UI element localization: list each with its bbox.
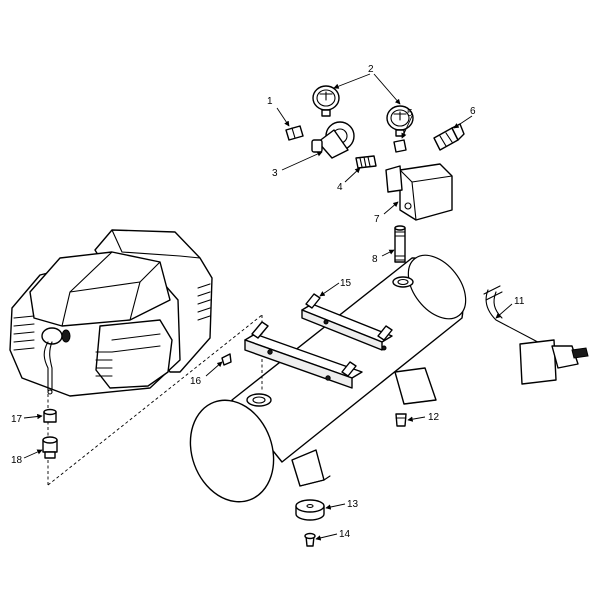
callout-13: 13 [347, 499, 359, 510]
nut-17 [43, 408, 57, 423]
fitting-1 [285, 125, 304, 141]
callout-3: 3 [272, 168, 278, 179]
pump-mount-bracket-15 [301, 293, 393, 351]
nipple-4 [355, 155, 377, 169]
screw-16 [221, 353, 232, 366]
callout-11: 11 [514, 296, 525, 307]
callout-8: 8 [372, 254, 378, 265]
callout-14: 14 [339, 529, 351, 540]
callout-7: 7 [374, 214, 380, 225]
check-valve-5 [393, 139, 407, 153]
callout-18: 18 [11, 455, 23, 466]
pressure-gauges-2 [312, 85, 414, 137]
pump-mount-bracket-16 [244, 321, 363, 389]
callout-16: 16 [190, 376, 202, 387]
air-tank [189, 254, 467, 503]
drain-valve-12 [395, 413, 407, 427]
power-cord-11 [483, 285, 589, 385]
callout-5: 5 [407, 108, 413, 119]
callout-17: 17 [11, 414, 23, 425]
fitting-18 [42, 436, 58, 459]
callout-4: 4 [337, 182, 343, 193]
pressure-switch [385, 163, 453, 221]
tank-nipple-8 [394, 225, 406, 263]
callout-12: 12 [428, 412, 440, 423]
regulator-manifold-3 [311, 121, 355, 159]
callout-2: 2 [368, 64, 374, 75]
bolt-14 [304, 532, 316, 547]
callout-6: 6 [470, 106, 476, 117]
callout-leaders [23, 73, 513, 541]
callout-labels: 1 2 3 4 5 6 7 8 11 12 13 14 15 16 17 18 [11, 64, 525, 540]
callout-15: 15 [340, 278, 352, 289]
callout-1: 1 [267, 96, 273, 107]
rubber-foot-13 [295, 499, 325, 521]
fitting-6 [433, 123, 465, 151]
compressor-pump [9, 229, 263, 486]
